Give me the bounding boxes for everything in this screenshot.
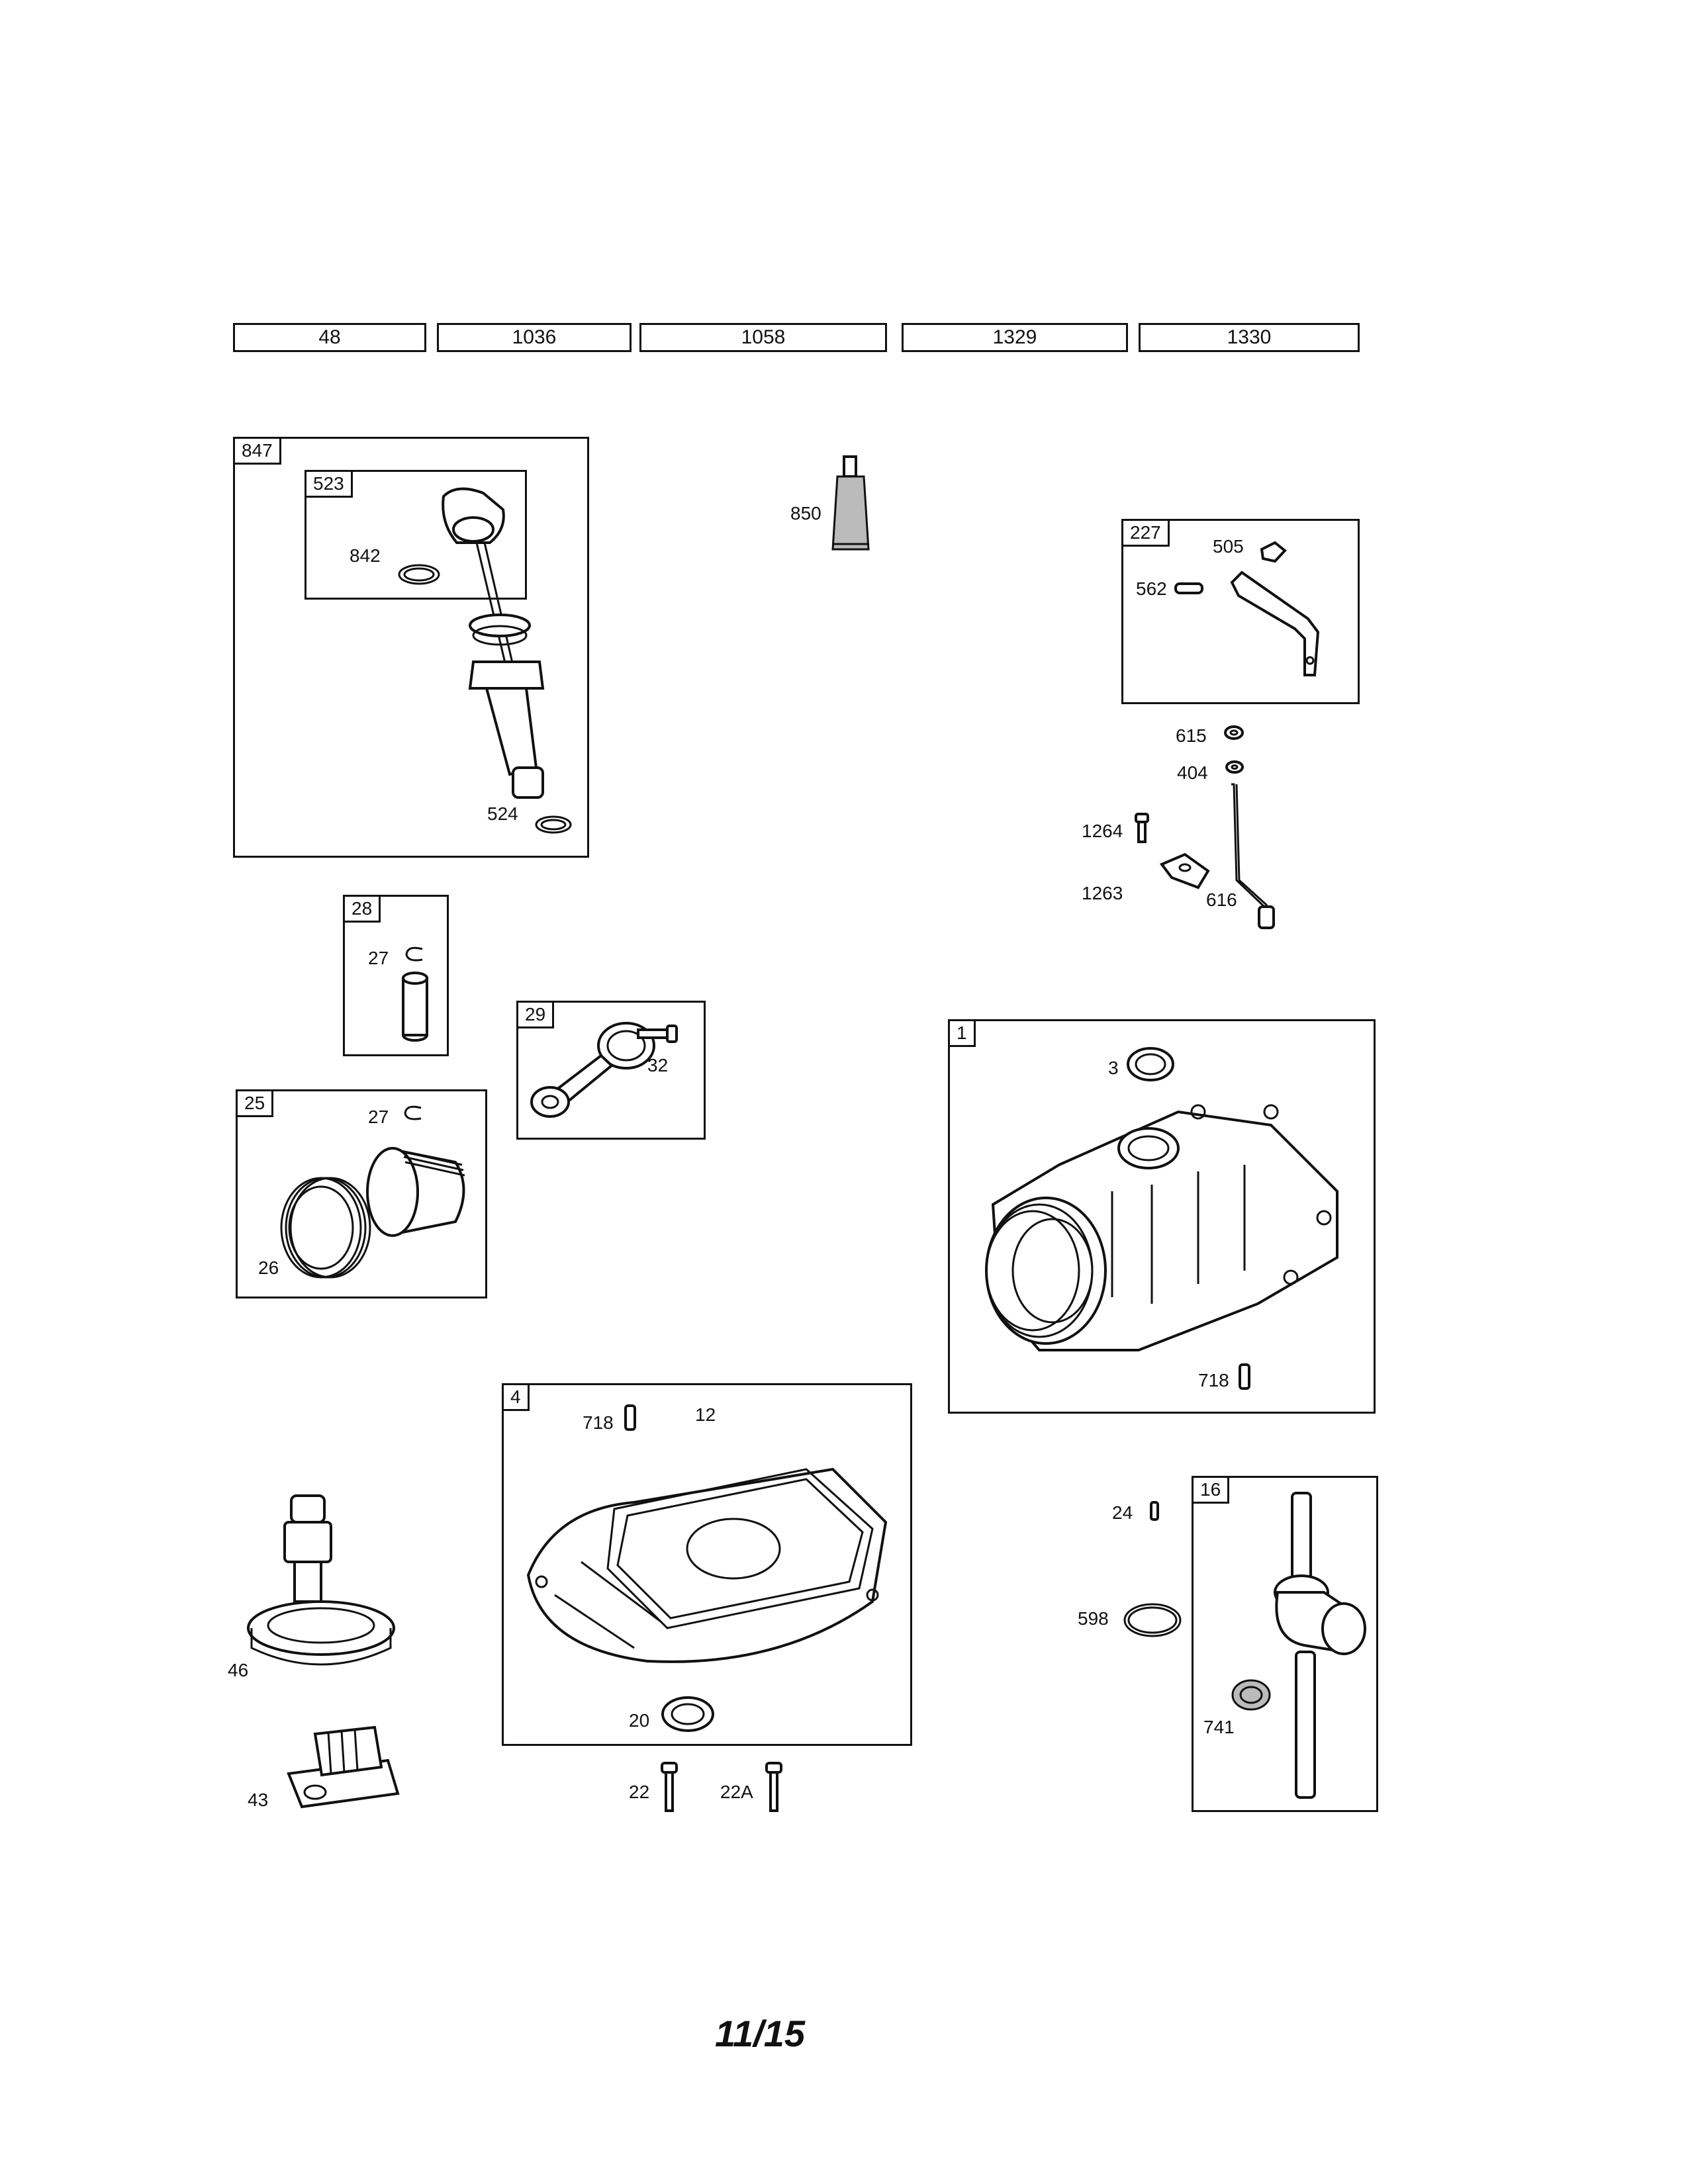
gear-741-drawing [1231,1679,1271,1711]
o-ring-524-drawing [535,815,572,834]
bolt-22A-drawing [765,1762,782,1812]
part-label-1264: 1264 [1082,821,1123,841]
part-label-562: 562 [1136,578,1167,599]
part-label-27-a: 27 [368,948,389,968]
lever-1263-drawing [1159,852,1210,889]
group-tag-227: 227 [1123,521,1170,547]
group-tag-1: 1 [950,1021,976,1047]
o-ring-842-drawing [398,564,440,585]
part-label-616: 616 [1206,889,1237,910]
cylinder-block-drawing [985,1104,1338,1351]
part-label-27-b: 27 [368,1107,389,1127]
part-label-718-b: 718 [583,1412,614,1433]
bolt-32-drawing [637,1024,678,1043]
part-label-1263: 1263 [1082,883,1123,903]
sealant-tube-drawing [831,455,870,551]
part-label-615: 615 [1176,725,1207,746]
camshaft-drawing [247,1494,395,1666]
header-cell-1036: 1036 [437,323,632,352]
group-tag-523: 523 [306,472,353,498]
part-label-404: 404 [1177,762,1208,783]
header-cell-label: 1329 [992,326,1037,348]
group-box-1: 1 [948,1019,1376,1414]
part-label-524: 524 [487,803,518,824]
clip-27-a-drawing [405,946,423,962]
part-label-3: 3 [1108,1058,1119,1078]
clip-27-b-drawing [404,1105,422,1120]
governor-shaft-616-drawing [1231,783,1275,929]
group-box-4: 4 [502,1383,912,1746]
seal-20-drawing [661,1696,714,1732]
part-label-22: 22 [629,1782,650,1802]
part-label-46: 46 [228,1660,249,1680]
header-cell-1058: 1058 [639,323,887,352]
header-cell-label: 1058 [741,326,786,348]
part-label-598: 598 [1078,1608,1109,1629]
bracket-227-drawing [1174,541,1320,676]
seal-3-drawing [1127,1047,1174,1081]
header-cell-48: 48 [233,323,426,352]
part-label-20: 20 [629,1710,650,1731]
bolt-22-drawing [661,1762,678,1812]
header-cell-1330: 1330 [1139,323,1360,352]
piston-pin-drawing [402,972,428,1042]
sump-cover-drawing [526,1467,888,1663]
piston-rings-drawing [280,1177,371,1279]
group-tag-4: 4 [504,1385,530,1411]
washer-615-drawing [1224,725,1244,740]
group-tag-847: 847 [235,439,281,465]
header-cell-label: 1330 [1227,326,1272,348]
part-label-12: 12 [695,1404,716,1425]
group-box-25: 25 [236,1089,487,1298]
ring-598-drawing [1123,1603,1182,1637]
piston-drawing [366,1147,465,1237]
group-box-16: 16 [1192,1476,1378,1812]
group-box-28: 28 [343,895,449,1056]
dowel-718-a-drawing [1239,1363,1250,1390]
part-label-505: 505 [1213,536,1244,557]
key-24-drawing [1150,1501,1159,1521]
group-box-523: 523 [305,470,527,600]
header-cell-1329: 1329 [902,323,1128,352]
header-cell-label: 48 [318,326,341,348]
part-label-718-a: 718 [1198,1370,1229,1390]
group-box-847: 847 [233,437,589,858]
part-label-26: 26 [258,1257,279,1278]
group-tag-29: 29 [518,1003,555,1028]
part-label-842: 842 [350,545,381,566]
part-label-22A: 22A [720,1782,753,1802]
washer-404-drawing [1225,760,1244,774]
part-label-850: 850 [790,503,821,523]
page-number: 11/15 [715,2013,805,2054]
dipstick-tube-drawing [442,487,545,799]
group-box-29: 29 [516,1001,706,1140]
screw-1264-drawing [1135,813,1149,843]
tappet-drawing [287,1725,400,1809]
group-tag-28: 28 [345,897,381,923]
crankshaft-drawing [1274,1492,1366,1799]
group-tag-16: 16 [1194,1478,1230,1504]
dowel-718-b-drawing [624,1404,636,1431]
part-label-43: 43 [248,1790,269,1810]
header-cell-label: 1036 [512,326,557,348]
group-tag-25: 25 [238,1091,274,1117]
group-box-227: 227 [1121,519,1360,704]
part-label-24: 24 [1112,1502,1133,1523]
part-label-741: 741 [1203,1717,1235,1737]
part-label-32: 32 [647,1055,669,1075]
